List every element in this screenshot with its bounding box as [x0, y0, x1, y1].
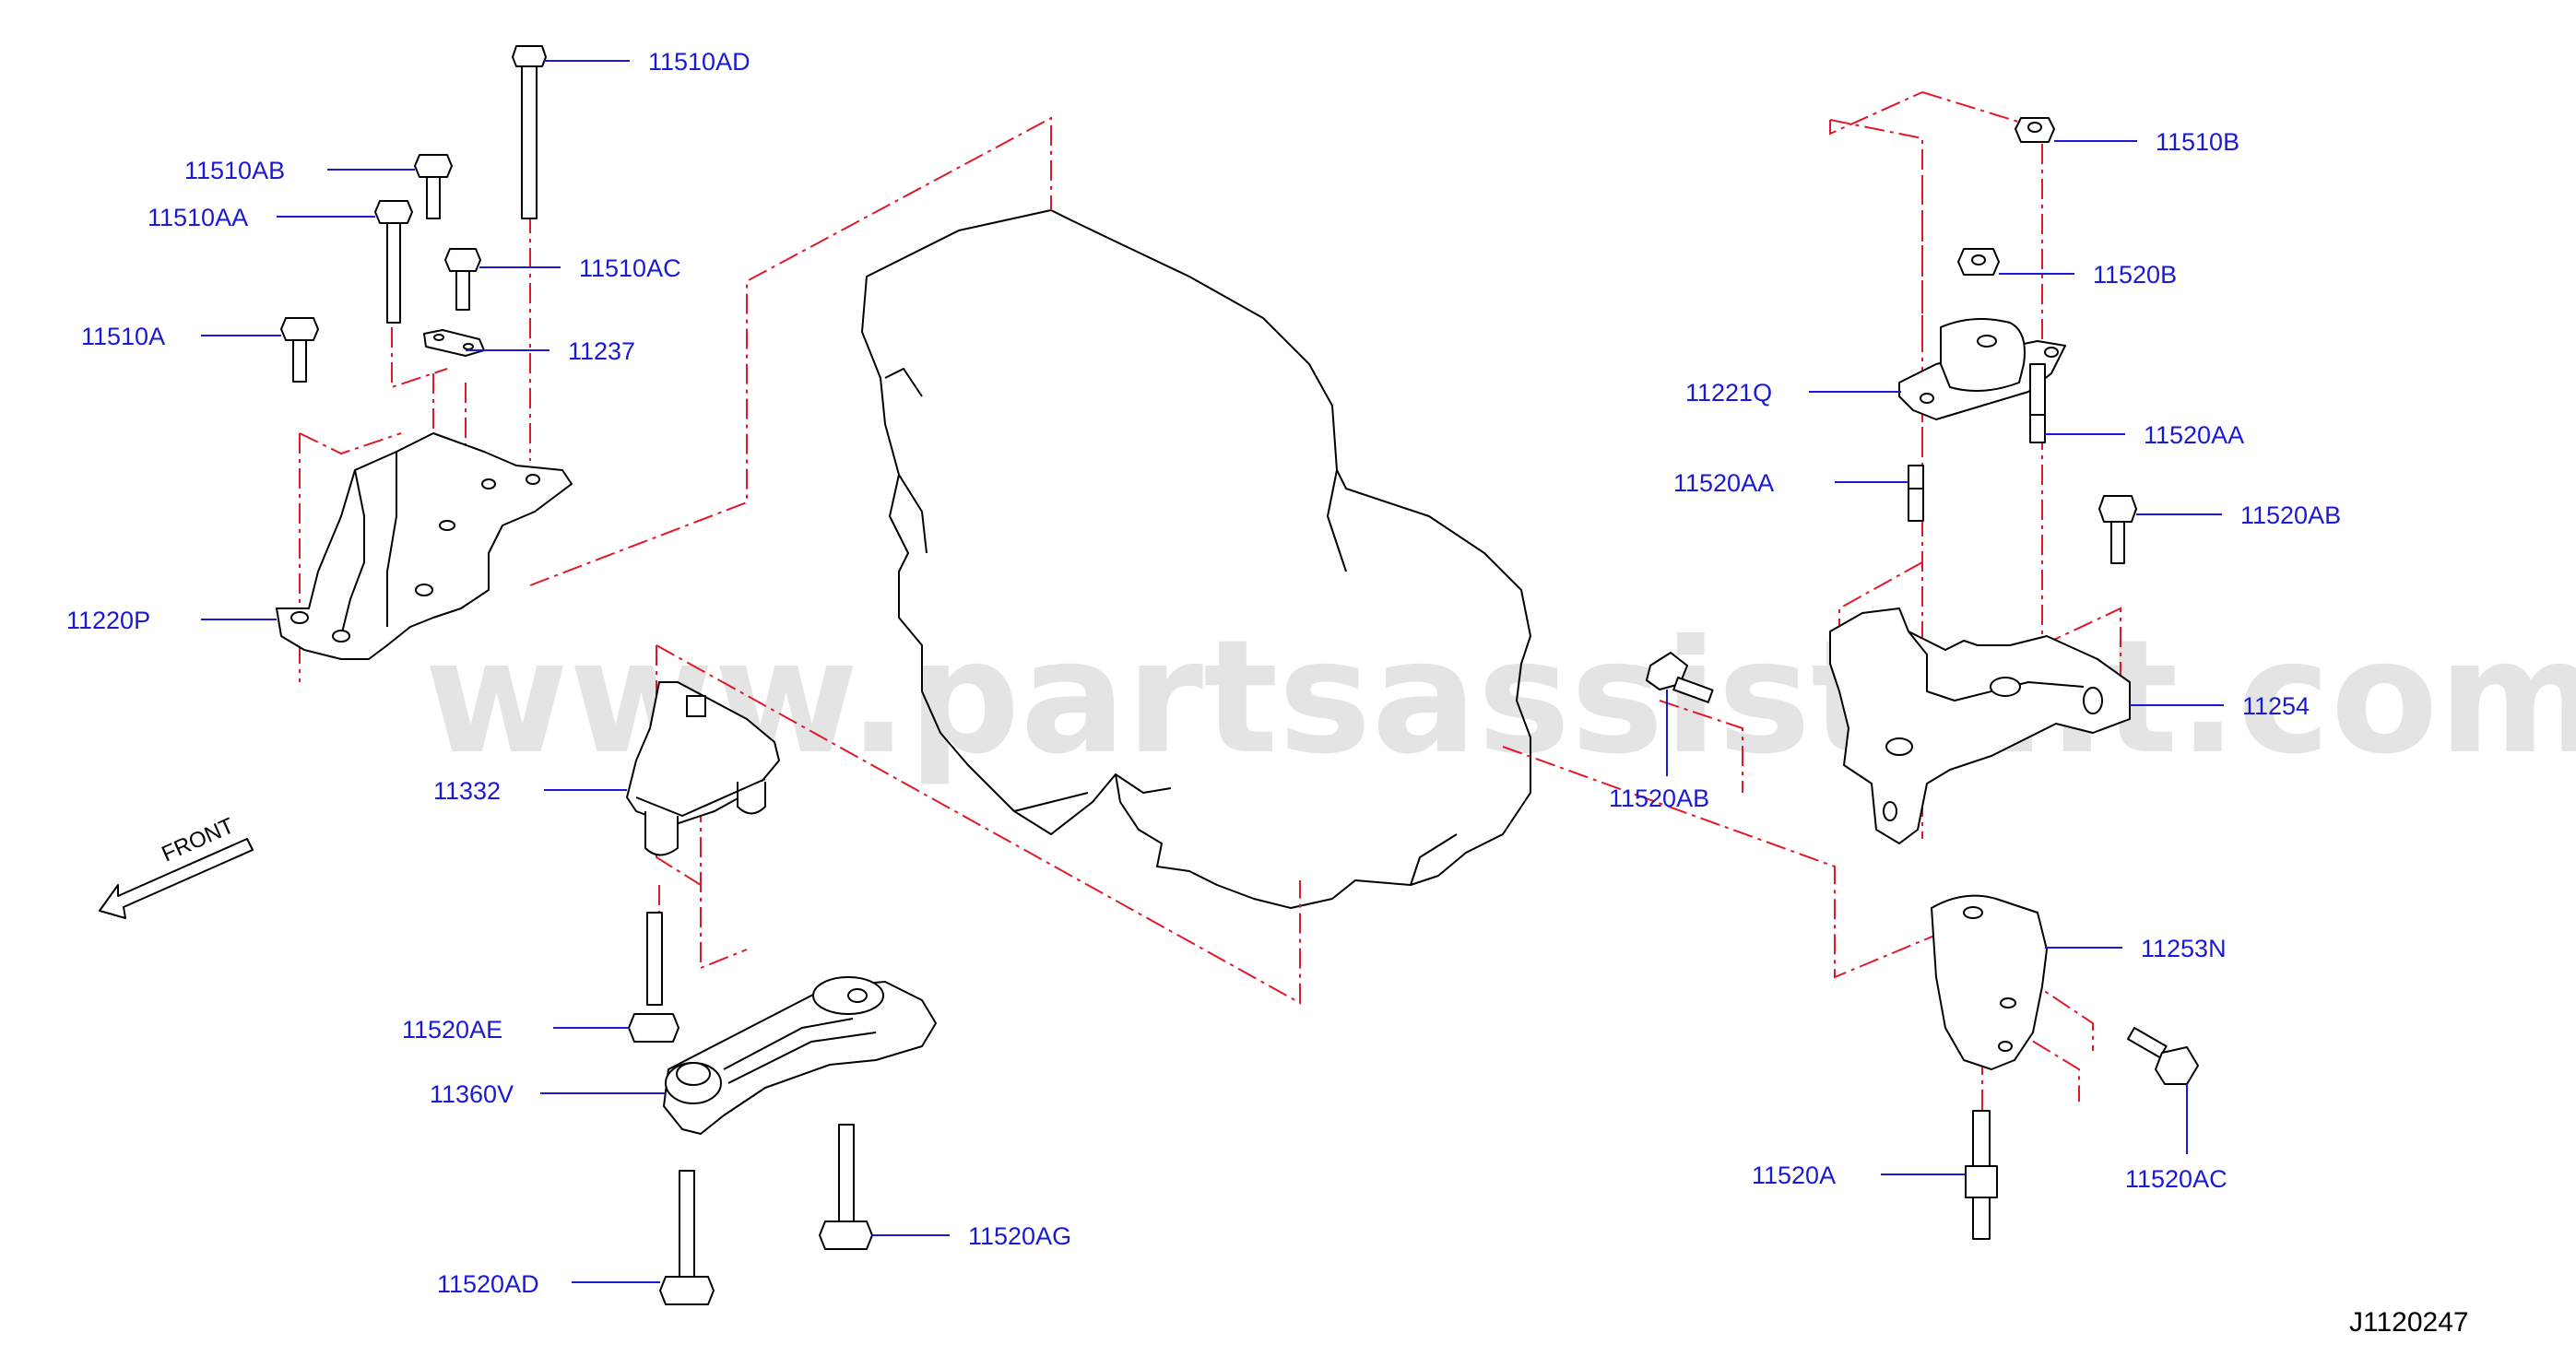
front-arrow: FRONT — [99, 813, 254, 919]
label-11520AE: 11520AE — [402, 1016, 502, 1044]
stud-11520A — [1965, 1110, 1998, 1240]
label-11360V: 11360V — [430, 1080, 514, 1108]
label-11221Q: 11221Q — [1685, 379, 1772, 407]
mount-bracket-11220P — [276, 432, 573, 660]
bolt-11520AG — [819, 1124, 873, 1250]
diagram-id: J1120247 — [2349, 1307, 2469, 1338]
bracket-11332 — [626, 681, 780, 856]
label-11220P: 11220P — [66, 607, 150, 634]
bolt-11520AE — [628, 912, 679, 1043]
label-11520AB-left: 11520AB — [1609, 784, 1709, 812]
label-11520A: 11520A — [1752, 1162, 1836, 1189]
label-11332: 11332 — [433, 777, 501, 805]
bracket-11254 — [1829, 607, 2131, 844]
label-11510AC: 11510AC — [579, 254, 681, 282]
mount-11221Q — [1898, 318, 2066, 420]
label-11520AA-right: 11520AA — [2144, 421, 2244, 449]
label-11254: 11254 — [2242, 692, 2310, 720]
label-11520AB-right: 11520AB — [2240, 501, 2341, 529]
bolt-11520AB-left — [1646, 652, 1714, 703]
bolt-11520AC — [2127, 1027, 2199, 1085]
mount-11253N — [1931, 894, 2048, 1070]
label-11253N: 11253N — [2141, 935, 2227, 962]
callouts: 11510AD 11510AB 11510AA 11510AC 11510A 1… — [66, 48, 2341, 1298]
bolt-11510AD — [512, 45, 547, 219]
label-11520AG: 11520AG — [968, 1222, 1071, 1250]
bolt-11520AD — [659, 1170, 715, 1305]
label-11520AA-left: 11520AA — [1673, 469, 1774, 497]
label-11237: 11237 — [568, 337, 635, 365]
label-11520B: 11520B — [2093, 261, 2177, 289]
watermark-text: www.partsassistant.com — [424, 607, 2576, 789]
label-11510A: 11510A — [81, 323, 165, 350]
nut-11520B — [1957, 248, 2000, 276]
label-11510AD: 11510AD — [648, 48, 750, 76]
bolt-11510AA — [374, 200, 413, 324]
torque-rod-11360V — [663, 976, 937, 1135]
label-11520AD: 11520AD — [437, 1270, 539, 1298]
bolt-11510AC — [444, 248, 481, 311]
label-11520AC: 11520AC — [2125, 1165, 2227, 1193]
label-11510AB: 11510AB — [184, 157, 285, 184]
bolt-11510A — [280, 317, 319, 383]
bolt-11510AB — [414, 154, 453, 219]
engine-outline — [861, 209, 1531, 909]
label-11510AA: 11510AA — [148, 204, 248, 231]
plate-11237 — [423, 329, 485, 357]
label-11510B: 11510B — [2156, 128, 2239, 156]
bolt-11520AB-right — [2098, 495, 2137, 564]
stud-11520AA-right — [2029, 363, 2046, 443]
nut-11510B — [2015, 117, 2055, 143]
stud-11520AA-left — [1908, 465, 1924, 522]
